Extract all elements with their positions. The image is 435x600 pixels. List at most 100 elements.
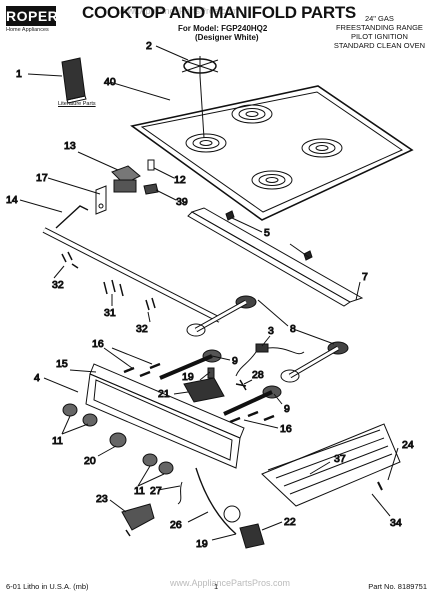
callout-number: 14 <box>6 194 18 206</box>
callout-number: 32 <box>136 323 148 335</box>
leader-line <box>27 73 63 77</box>
leader-line <box>261 521 283 531</box>
leader-line <box>261 335 271 347</box>
callout-number: 26 <box>170 519 182 531</box>
oven-burner-illustration <box>159 349 282 416</box>
callout-number: 5 <box>264 227 270 239</box>
leader-line <box>187 511 209 523</box>
product-description: 24" GAS FREESTANDING RANGE PILOT IGNITIO… <box>334 14 425 50</box>
leader-line <box>295 329 335 345</box>
leader-line <box>211 533 237 541</box>
callout-number: 34 <box>390 517 402 529</box>
leader-line <box>111 347 153 365</box>
callout-number: 32 <box>52 279 64 291</box>
small-fittings-illustration <box>143 159 159 195</box>
model-line: For Model: FGP240HQ2 <box>178 24 268 33</box>
control-panel-illustration <box>62 363 245 475</box>
part-number: Part No. 8189751 <box>368 582 427 591</box>
leader-line <box>77 151 119 171</box>
literature-parts-illustration <box>61 57 87 104</box>
leader-line <box>69 369 97 373</box>
callout-number: 23 <box>96 493 108 505</box>
callout-number: 11 <box>134 485 145 497</box>
callout-number: 2 <box>146 40 152 52</box>
callout-number: 4 <box>34 372 40 384</box>
leader-line <box>273 393 283 405</box>
leader-line <box>231 217 263 233</box>
valve-assembly-illustration <box>95 165 141 215</box>
leader-line <box>289 243 311 259</box>
callout-number: 22 <box>284 516 296 528</box>
callout-number: 3 <box>268 325 274 337</box>
leader-line <box>243 379 253 385</box>
callout-number: 7 <box>362 271 368 283</box>
screws-illustration <box>61 251 156 311</box>
leader-line <box>137 473 165 487</box>
page-number: 1 <box>214 582 219 591</box>
callout-number: 19 <box>196 538 208 550</box>
leader-line <box>211 355 231 361</box>
watermark: www.AppliancePartsPros.com <box>170 578 291 588</box>
leader-line <box>109 81 171 101</box>
leader-line <box>157 485 181 491</box>
support-brace-illustration <box>187 207 364 307</box>
leader-line <box>97 445 117 457</box>
callout-number: 37 <box>334 453 346 465</box>
callout-number: 12 <box>174 174 186 186</box>
callout-number: 9 <box>232 355 238 367</box>
desc-line: 24" GAS <box>364 14 394 23</box>
roper-logo: ROPER <box>6 6 59 26</box>
callout-number: 13 <box>64 140 76 152</box>
leader-line <box>137 465 151 487</box>
leader-line <box>147 311 151 323</box>
oven-valve-wiring-illustration <box>177 467 265 549</box>
leader-line <box>371 493 391 517</box>
model-variant: (Designer White) <box>195 33 259 42</box>
leader-line <box>243 419 279 429</box>
callout-number: 40 <box>104 76 116 88</box>
leader-line <box>173 391 189 395</box>
desc-line: STANDARD CLEAN OVEN <box>333 41 425 50</box>
leader-line <box>155 45 189 61</box>
leader-line <box>103 347 133 369</box>
callout-number: 9 <box>284 403 290 415</box>
leader-line <box>109 499 127 513</box>
callout-number: 27 <box>150 485 162 497</box>
leader-line <box>43 377 79 393</box>
callout-number: 21 <box>158 388 170 400</box>
brand-tagline: Home Appliances <box>6 27 49 33</box>
oven-thermostat-illustration <box>183 367 247 403</box>
watermark: www.AppliancePartsPros.com <box>118 6 239 16</box>
orifice-fittings-illustration <box>123 362 275 424</box>
leader-line <box>199 371 211 381</box>
manifold-pipe-illustration <box>42 205 222 323</box>
page-title: COOKTOP AND MANIFOLD PARTS <box>82 3 356 22</box>
callout-number: 16 <box>280 423 292 435</box>
burner-grate-illustration <box>181 56 219 139</box>
callout-number: 1 <box>16 68 22 80</box>
leader-line <box>47 177 101 195</box>
callout-number: 24 <box>402 439 414 451</box>
desc-line: FREESTANDING RANGE <box>335 23 423 32</box>
print-info: 6-01 Litho in U.S.A. (mb) <box>6 582 89 591</box>
leader-line <box>355 281 361 301</box>
leader-line <box>53 265 65 279</box>
callout-number: 31 <box>104 307 116 319</box>
ignitor-illustration <box>235 343 305 377</box>
leader-line <box>155 189 177 201</box>
leader-line <box>257 299 289 327</box>
callout-number: 17 <box>36 172 48 184</box>
callout-number: 28 <box>252 369 264 381</box>
cooktop-illustration <box>130 85 414 221</box>
mounting-bracket-illustration <box>121 503 155 537</box>
callout-number: 39 <box>176 196 188 208</box>
callout-number: 15 <box>56 358 68 370</box>
leader-line <box>61 415 71 435</box>
leader-line <box>61 423 89 435</box>
callout-number: 19 <box>182 371 194 383</box>
callout-number: 8 <box>290 323 296 335</box>
leader-line <box>153 167 175 179</box>
callout-number: 11 <box>52 435 63 447</box>
leader-line <box>19 199 63 213</box>
